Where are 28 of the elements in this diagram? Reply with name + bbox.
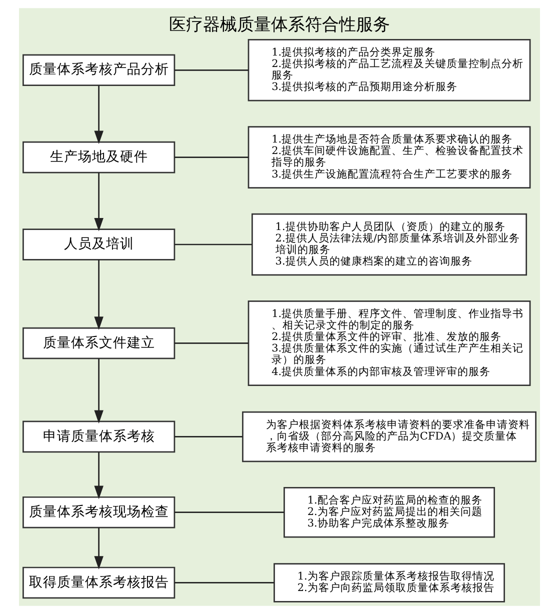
node-box: 取得质量体系考核报告 (22, 566, 175, 599)
node-box: 1.为客户跟踪质量体系考核报告取得情况 2.为客户向药监局领取质量体系考核报告 (273, 563, 504, 602)
connector (174, 582, 274, 584)
connector (174, 69, 248, 71)
node-box: 1.提供协助客户人员团队（资质）的建立的服务 2.提供人员法律法规/内部质量体系培训及外部业务培训的服务 3.提供人员的健康档案的建立的咨询服务 (251, 213, 527, 276)
arrow (94, 452, 103, 500)
connector (174, 342, 248, 344)
connector (174, 244, 252, 246)
node-box: 1.提供生产场地是否符合质量体系要求确认的服务 2.提供车间硬件设施配置、生产、检验设备配置技术指导的服务 3.提供生产设施配置流程符合生产工艺要求的服务 (247, 126, 530, 188)
arrow (94, 528, 103, 570)
node-box: 质量体系考核产品分析 (22, 54, 175, 86)
arrow (94, 172, 103, 232)
arrow (94, 86, 103, 144)
node-box: 1.配合客户应对药监局的检查的服务 2.为客户应对药监局提出的相关问题 3.协助客户完成体系整改服务 (283, 486, 494, 538)
node-box: 质量体系文件建立 (22, 327, 175, 360)
node-box: 申请质量体系考核 (22, 420, 175, 453)
arrow (94, 260, 103, 330)
node-box: 1.提供质量手册、程序文件、管理制度、作业指导书、相关记录文件的制定的服务 2.提供质量体系文件的评审、批准、发放的服务 3.提供质量体系文件的实施（通过试生产产生相关记录）的服务 4.提供质量体系的内部审核及管理评审的服务 (247, 300, 530, 386)
node-box: 生产场地及硬件 (22, 141, 175, 174)
arrow (94, 358, 103, 424)
node-box: 人员及培训 (22, 228, 175, 260)
connector (174, 436, 242, 438)
diagram-title: 医疗器械质量体系符合性服务 (168, 14, 390, 34)
node-box: 质量体系考核现场检查 (22, 496, 175, 528)
node-box: 为客户根据资料体系考核申请资料的要求准备申请资料，向省级（部分高风险的产品为CFDA）提交质量体系考核申请资料的服务 (242, 411, 536, 462)
node-box: 1.提供拟考核的产品分类界定服务 2.提供拟考核的产品工艺流程及关键质量控制点分析服务 3.提供拟考核的产品预期用途分析服务 (247, 38, 530, 102)
connector (174, 156, 248, 158)
connector (174, 512, 284, 514)
